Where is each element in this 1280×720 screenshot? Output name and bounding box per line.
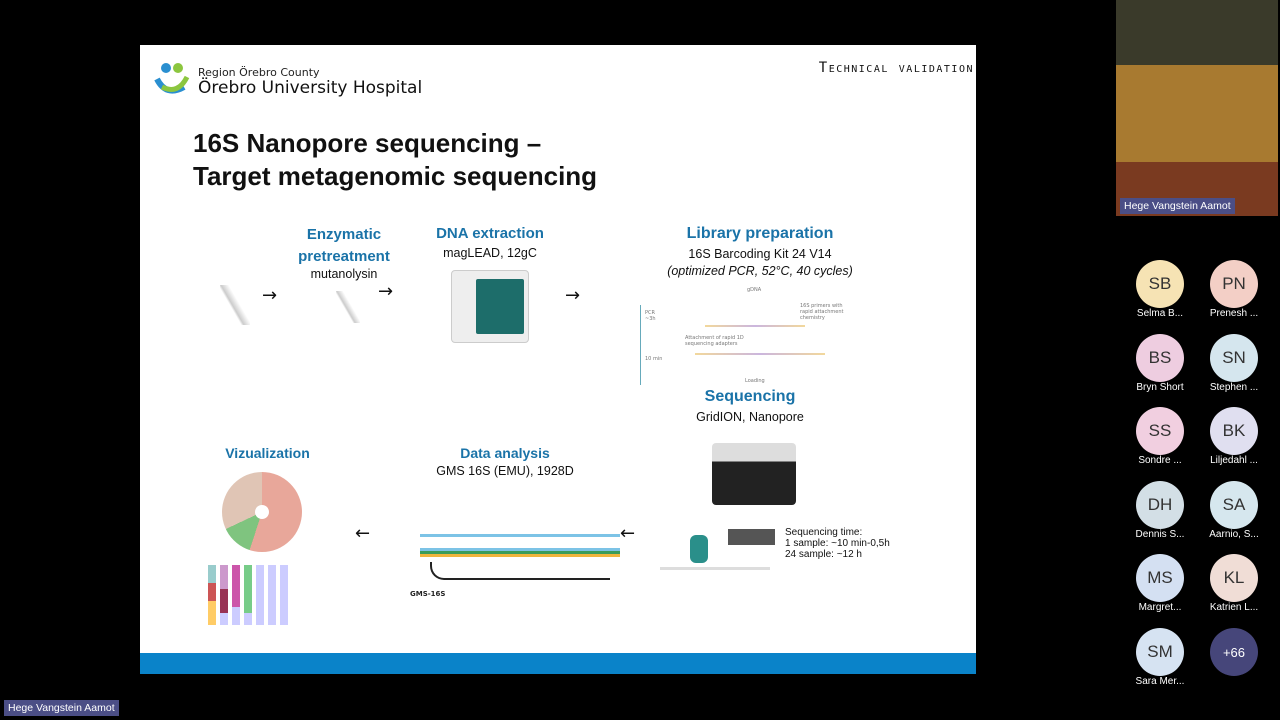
library-prep-diagram: gDNA PCR ~3h 16S primers with rapid atta… [635,285,844,385]
participant-name: Dennis S... [1135,528,1185,540]
participant-name: Selma B... [1136,308,1184,319]
arrow-icon: → [565,285,581,306]
sequencing-heading: Sequencing [704,388,796,405]
arrow-icon: → [262,285,278,306]
participant-name: Katrien L... [1209,602,1259,613]
dna-text: magLEAD, 12gC [443,246,537,260]
participant-name: Stephen ... [1209,381,1259,393]
avatar: SA [1210,480,1258,529]
avatar: PN [1210,260,1258,308]
pcr-label: PCR ~3h [645,310,656,322]
participant-name: Aarnio, S... [1209,528,1259,540]
participant-name: Bryn Short [1136,381,1184,393]
seq-time-24: 24 sample: ~12 h [785,549,862,560]
attach-label: Attachment of rapid 1D sequencing adapte… [685,335,744,347]
analysis-heading: Data analysis [460,445,550,461]
extraction-instrument-image [451,270,529,343]
sequencing-text: GridION, Nanopore [696,410,804,424]
library-text-2: (optimized PCR, 52°C, 40 cycles) [667,264,853,278]
participant-name: Prenesh ... [1209,308,1259,319]
bacteria-image [220,285,250,325]
seq-time-label: Sequencing time: [785,527,863,538]
avatar: KL [1210,554,1258,602]
avatar: DH [1136,480,1184,529]
avatar: BK [1210,407,1258,455]
presenter-name-label: Hege Vangstein Aamot [4,700,119,716]
avatar: SB [1136,260,1184,308]
analysis-text: GMS 16S (EMU), 1928D [436,464,574,478]
slide-footer-bar [140,653,976,674]
avatar: MS [1136,554,1184,602]
participant-name: Liljedahl ... [1210,455,1258,466]
avatar: SS [1136,407,1184,455]
avatar: SN [1210,333,1258,382]
bacteria-image [336,291,360,323]
shared-slide: Technical validation Region Örebro Count… [140,45,976,674]
library-text-1: 16S Barcoding Kit 24 V14 [688,247,832,261]
sunburst-chart-image [222,472,302,552]
viz-heading: Vizualization [225,445,310,461]
presenter-video [1116,0,1278,216]
title-line-2: Target metagenomic sequencing [193,161,598,191]
seq-time-1: 1 sample: ~10 min-0,5h [785,538,890,549]
participant-name: Sara Mer... [1135,675,1185,687]
logo-region: Region Örebro County [198,66,320,79]
hospital-logo-icon [154,61,190,99]
arrow-icon: ← [620,523,636,544]
enzymatic-heading: Enzymatic pretreatment [298,226,390,265]
participant-name: Sondre ... [1138,455,1182,466]
pipeline-label: GMS-16S [410,590,446,598]
section-label: Technical validation [818,60,974,76]
gridion-device-image [712,443,796,505]
arrow-icon: → [378,281,394,302]
logo-hospital: Örebro University Hospital [198,78,423,98]
loading-label: Loading [745,378,765,384]
presenter-video-name: Hege Vangstein Aamot [1120,198,1235,214]
arrow-icon: ← [355,523,371,544]
slide-title: 16S Nanopore sequencing –Target metageno… [193,127,597,193]
pipeline-diagram: GMS-16S [410,510,640,600]
enzymatic-text: mutanolysin [310,267,378,281]
more-participants-button[interactable]: +66 [1210,628,1258,676]
dna-heading: DNA extraction [436,225,544,242]
participant-name: Margret... [1138,602,1182,613]
primers-label: 16S primers with rapid attachment chemis… [800,303,844,321]
title-line-1: 16S Nanopore sequencing – [193,128,542,158]
gdna-label: gDNA [747,287,762,293]
library-heading: Library preparation [686,225,834,242]
stacked-bar-chart-image [208,563,308,625]
min-label: 10 min [645,356,663,362]
avatar: SM [1136,627,1184,676]
avatar: BS [1136,333,1184,382]
flowcell-image [728,529,775,545]
nanopore-illustration [660,515,770,570]
